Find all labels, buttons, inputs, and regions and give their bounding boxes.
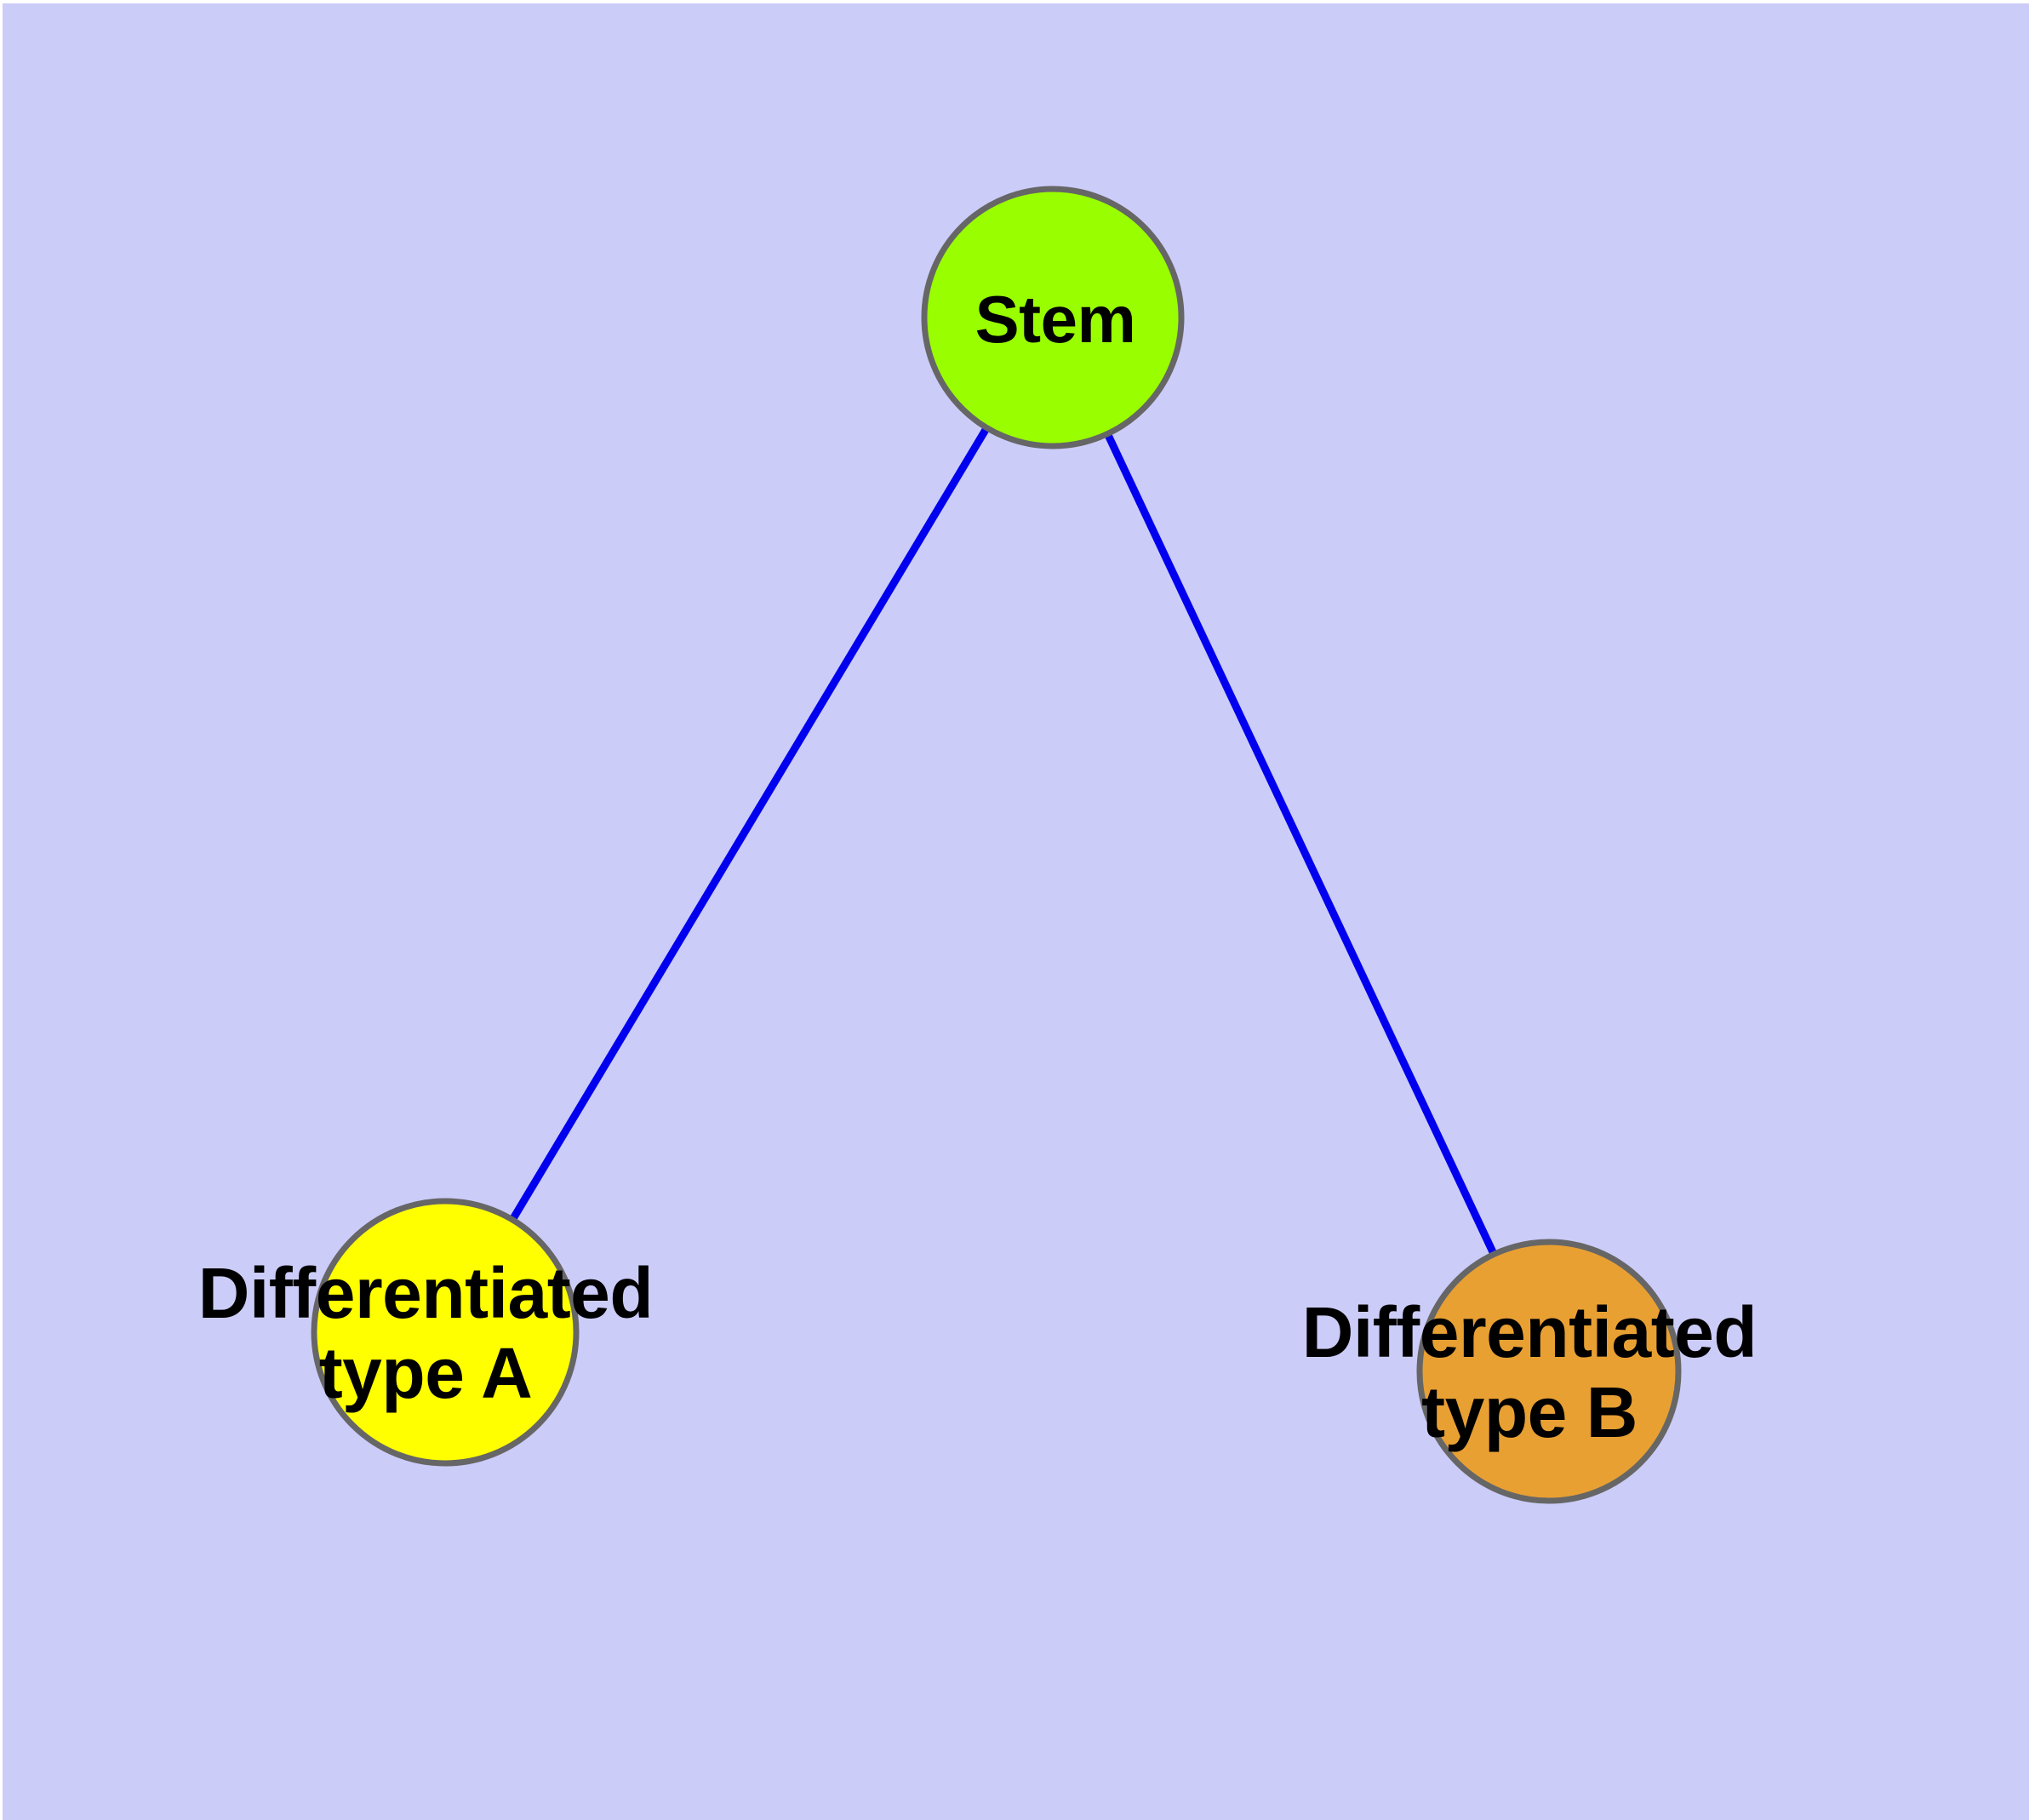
node-layer — [311, 186, 1682, 1504]
node-differentiated-type-b[interactable] — [1416, 1239, 1682, 1504]
graph-svg — [311, 186, 1682, 1504]
edge-stem-to-differentiated-type-b — [1102, 429, 1500, 1260]
node-differentiated-type-a[interactable] — [311, 1198, 580, 1467]
edge-layer — [507, 422, 1500, 1260]
node-stem[interactable] — [921, 186, 1185, 449]
edge-stem-to-differentiated-type-a — [507, 422, 992, 1225]
